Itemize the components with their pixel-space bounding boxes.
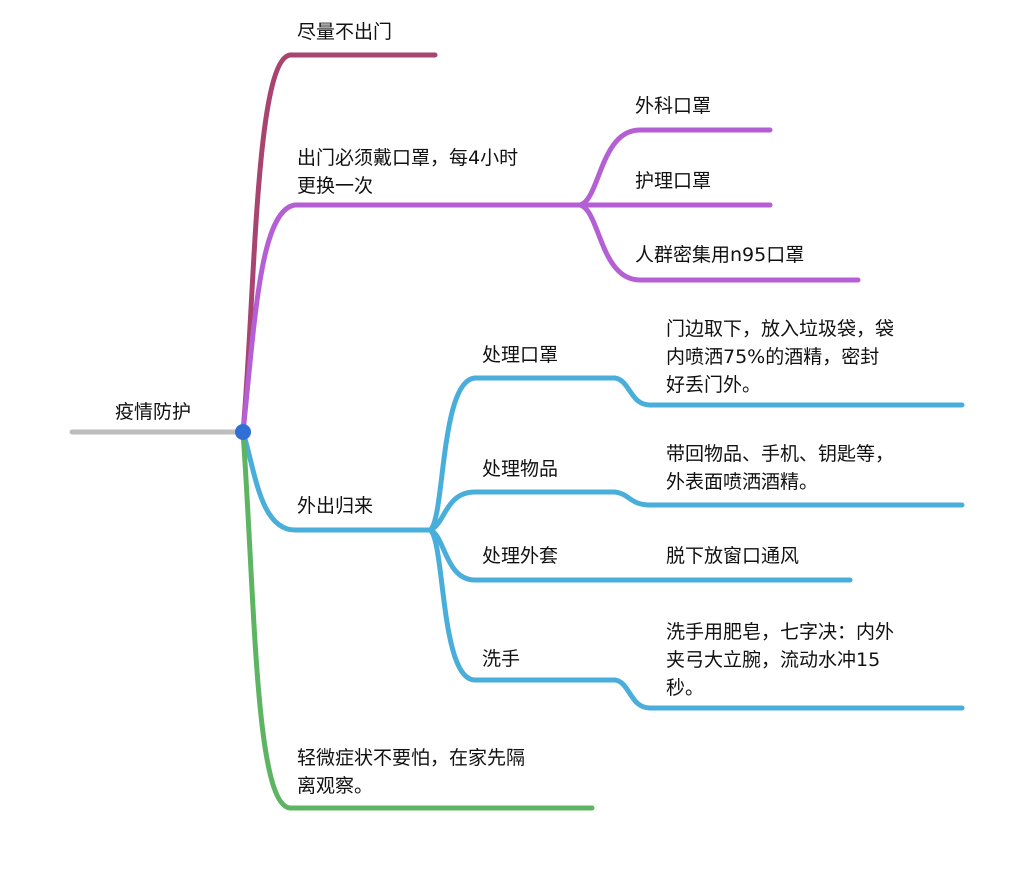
branch-2-child-3-line <box>577 202 861 283</box>
handle-coat: 处理外套 <box>482 545 559 567</box>
text-line: 外表面喷洒酒精。 <box>666 471 819 493</box>
handle-mask: 处理口罩 <box>482 344 559 366</box>
handle-mask-detail: 门边取下，放入垃圾袋，袋 内喷洒75%的酒精，密封 好丢门外。 <box>666 315 894 399</box>
branch-2-child-1-line <box>577 127 773 208</box>
branch-return-home: 外出归来 <box>297 495 374 517</box>
text-line: 秒。 <box>666 677 705 699</box>
handle-items-detail: 带回物品、手机、钥匙等， 外表面喷洒酒精。 <box>666 440 894 496</box>
branch-stay-home: 尽量不出门 <box>297 21 393 43</box>
branch-mild-symptoms: 轻微症状不要怕，在家先隔 离观察。 <box>297 744 525 800</box>
text-line: 轻微症状不要怕，在家先隔 <box>297 747 526 769</box>
text-line: 内喷洒75%的酒精，密封 <box>666 346 880 368</box>
text-line: 好丢门外。 <box>666 374 762 396</box>
text-line: 门边取下，放入垃圾袋，袋 <box>666 318 895 340</box>
handle-items: 处理物品 <box>482 458 559 480</box>
branch-4-line <box>240 429 595 811</box>
text-line: 夹弓大立腕，流动水冲15 <box>666 649 881 671</box>
text-line: 带回物品、手机、钥匙等， <box>666 443 895 465</box>
text-line: 出门必须戴口罩，每4小时 <box>297 147 519 169</box>
text-line: 洗手用肥皂，七字决：内外 <box>666 621 895 643</box>
mask-nursing: 护理口罩 <box>635 170 712 192</box>
root-node-dot <box>235 424 251 440</box>
branch-2-line <box>240 202 583 435</box>
branch-wear-mask: 出门必须戴口罩，每4小时 更换一次 <box>297 144 518 200</box>
handle-coat-detail: 脱下放窗口通风 <box>666 545 800 567</box>
branch-3-child-1-line <box>427 375 965 533</box>
wash-hands-detail: 洗手用肥皂，七字决：内外 夹弓大立腕，流动水冲15 秒。 <box>666 618 894 702</box>
mask-surgical: 外科口罩 <box>635 95 712 117</box>
branch-1-line <box>240 52 438 435</box>
branch-3-child-4-line <box>427 527 965 711</box>
text-line: 更换一次 <box>297 175 374 197</box>
branch-3-line <box>240 429 433 533</box>
mask-n95: 人群密集用n95口罩 <box>635 244 805 266</box>
branch-3-child-2-line <box>427 489 965 533</box>
wash-hands: 洗手 <box>482 648 521 670</box>
root-topic: 疫情防护 <box>115 401 192 423</box>
text-line: 离观察。 <box>297 775 374 797</box>
